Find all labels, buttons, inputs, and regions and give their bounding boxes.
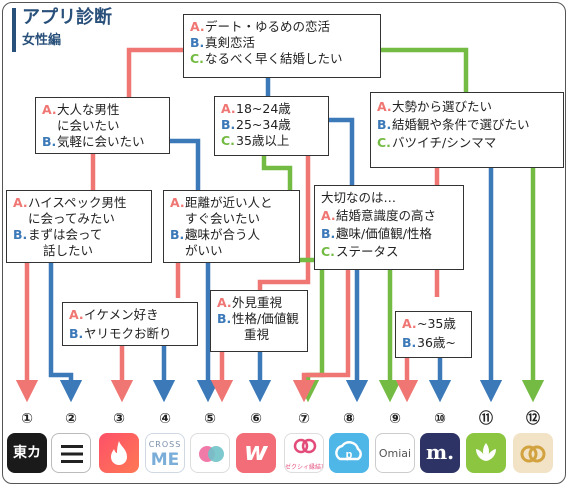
option-b: B.趣味/価値観/性格 bbox=[321, 226, 432, 241]
rings-app-icon[interactable] bbox=[513, 433, 553, 473]
question-important: 大切なのは… A.結婚意識度の高さ B.趣味/価値観/性格 C.ステータス bbox=[314, 185, 464, 270]
connector-age-b bbox=[329, 117, 355, 185]
question-top: A.デート・ゆるめの恋活 B.真剣恋活 C.なるべく早く結婚したい bbox=[183, 14, 381, 78]
connector-spec-b bbox=[48, 263, 83, 403]
option-c: C.なるべく早く結婚したい bbox=[190, 51, 343, 66]
result-number-10: ⑩ bbox=[434, 411, 446, 427]
result-number-8: ⑧ bbox=[343, 411, 355, 427]
omiai-app-icon[interactable]: Omiai bbox=[375, 433, 415, 473]
chart-frame bbox=[2, 2, 566, 484]
question-marry: A.大勢から選びたい B.結婚観や条件で選びたい C.バツイチ/シンママ bbox=[370, 92, 564, 168]
pairs-app-icon[interactable]: p bbox=[329, 433, 369, 473]
marrish-app-icon[interactable]: m. bbox=[420, 433, 460, 473]
result-number-6: ⑥ bbox=[250, 411, 262, 427]
option-b: B.結婚観や条件で選びたい bbox=[377, 117, 530, 132]
svg-text:p: p bbox=[346, 449, 353, 461]
result-number-5: ⑤ bbox=[204, 411, 216, 427]
result-number-11: ⑪ bbox=[479, 411, 493, 427]
question-age: A.18~24歳 B.25~34歳 C.35歳以上 bbox=[214, 96, 329, 156]
dots-app-icon[interactable] bbox=[190, 433, 230, 473]
option-a: A.結婚意識度の高さ bbox=[321, 208, 437, 223]
option-c: C.バツイチ/シンママ bbox=[377, 135, 497, 150]
tinder-flame-app-icon[interactable] bbox=[99, 433, 139, 473]
option-b: B.趣味が合う人 bbox=[170, 227, 261, 242]
question-distance: A.距離が近い人と すぐ会いたい B.趣味が合う人 がいい bbox=[163, 190, 300, 263]
option-c: C.ステータス bbox=[321, 244, 399, 259]
page-subtitle: 女性編 bbox=[22, 33, 62, 48]
hamburger-app-icon[interactable] bbox=[51, 433, 91, 473]
result-number-2: ② bbox=[65, 411, 77, 427]
connector-top-a bbox=[126, 47, 183, 97]
result-number-4: ④ bbox=[159, 411, 171, 427]
tokyo-calendar-app-icon[interactable]: 東カレ bbox=[7, 433, 47, 473]
option-b: B.気軽に会いたい bbox=[42, 134, 145, 149]
option-a: A.18~24歳 bbox=[221, 101, 291, 116]
option-a: A.距離が近い人と bbox=[170, 195, 273, 210]
question-age2: A.~35歳 B.36歳~ bbox=[395, 311, 472, 358]
option-a: A.イケメン好き bbox=[69, 307, 159, 322]
connector-age-a bbox=[257, 120, 311, 290]
connector-top-c bbox=[381, 47, 469, 92]
page-title: アプリ診断 bbox=[22, 7, 112, 28]
option-a: A.外見重視 bbox=[217, 295, 283, 310]
result-number-1: ① bbox=[21, 411, 33, 427]
question-casual: A.大人な男性 に会いたい B.気軽に会いたい bbox=[35, 97, 170, 154]
with-app-icon[interactable]: w bbox=[236, 433, 276, 473]
option-a: A.ハイスペック男性 bbox=[13, 195, 127, 210]
option-a: A.~35歳 bbox=[402, 316, 456, 331]
option-b: B.真剣恋活 bbox=[190, 35, 256, 50]
option-a: A.大人な男性 bbox=[42, 102, 120, 117]
option-c: C.35歳以上 bbox=[221, 133, 290, 148]
title-accent-bar bbox=[12, 8, 16, 52]
connector-casual-b bbox=[170, 138, 201, 190]
result-number-12: ⑫ bbox=[526, 411, 540, 427]
option-a: A.デート・ゆるめの恋活 bbox=[190, 19, 331, 34]
crossme-app-icon[interactable]: CROSS ME bbox=[145, 433, 185, 473]
option-b: B.36歳~ bbox=[402, 335, 456, 350]
result-number-9: ⑨ bbox=[389, 411, 401, 427]
option-b: B.まずは会って bbox=[13, 227, 103, 242]
lotus-app-icon[interactable] bbox=[466, 433, 506, 473]
pairs-engage-app-icon[interactable]: ゼクシィ縁結び bbox=[284, 433, 324, 473]
question-value: A.外見重視 B.性格/価値観 重視 bbox=[210, 290, 308, 352]
option-a: A.大勢から選びたい bbox=[377, 99, 493, 114]
result-number-7: ⑦ bbox=[298, 411, 310, 427]
connector-important-a bbox=[292, 270, 351, 403]
result-number-3: ③ bbox=[113, 411, 125, 427]
option-b: B.性格/価値観 bbox=[217, 311, 299, 326]
option-b: B.ヤリモクお断り bbox=[69, 326, 172, 341]
question-spec: A.ハイスペック男性 に会ってみたい B.まずは会って 話したい bbox=[6, 190, 152, 263]
option-b: B.25~34歳 bbox=[221, 117, 291, 132]
question-looks: A.イケメン好き B.ヤリモクお断り bbox=[62, 302, 198, 346]
